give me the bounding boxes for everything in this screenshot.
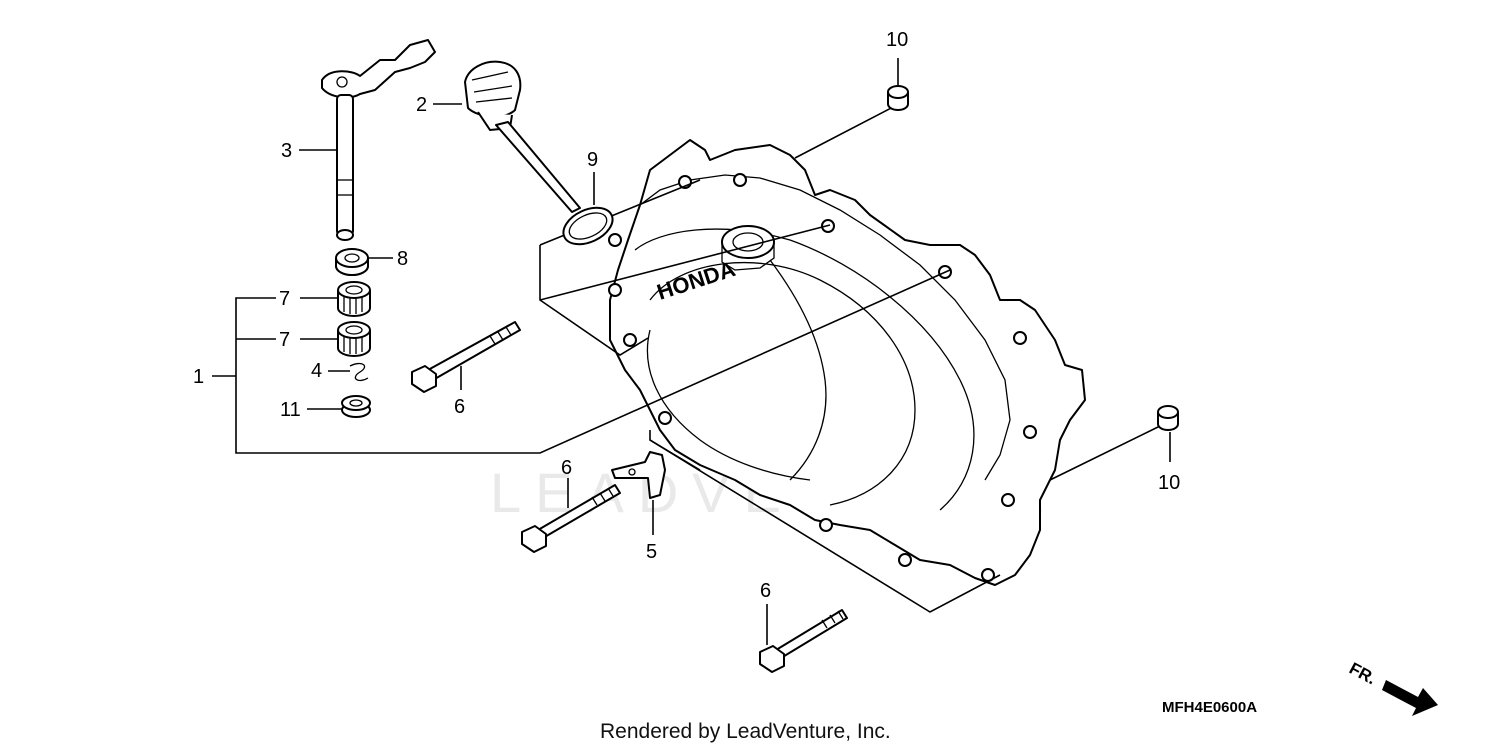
callout-labels: 1 2 3 4 5 6 6 6 7 7 8 9 10 10 11 [193,29,1180,602]
callout-3: 3 [281,140,292,162]
front-arrow-icon [1382,680,1438,716]
credit-text: Rendered by LeadVenture, Inc. [600,720,891,743]
callout-7-lower: 7 [279,329,290,351]
part-4-spring [349,362,369,382]
callout-8: 8 [397,248,408,270]
callout-9: 9 [587,149,598,171]
part-9-o-ring [562,206,614,246]
callout-6-bottom: 6 [760,580,771,602]
part-11-washer [341,395,371,418]
callout-7-upper: 7 [279,288,290,310]
callout-4: 4 [311,360,322,382]
front-label: FR. [1346,659,1379,689]
part-3-shaft [321,39,436,241]
callout-1: 1 [193,366,204,388]
callout-5: 5 [646,541,657,563]
part-5-clip [611,451,666,499]
callout-6-left: 6 [454,396,465,418]
part-7-bearing-a [337,281,371,317]
part-6-bolt-a [411,321,521,393]
callout-2: 2 [416,94,427,116]
part-8-seal [335,248,369,276]
part-6-bolt-c [759,609,848,673]
diagram-code: MFH4E0600A [1162,699,1257,716]
part-2-dipstick [464,60,581,213]
callout-11: 11 [280,399,301,421]
part-6-bolt-b [521,484,621,553]
part-10-dowel-top [887,85,909,111]
callout-6-middle: 6 [561,457,572,479]
part-7-bearing-b [337,321,371,357]
front-indicator: FR. [1346,659,1438,716]
callout-10-top: 10 [886,29,908,51]
part-10-dowel-right [1157,405,1179,431]
callout-10-right: 10 [1158,472,1180,494]
